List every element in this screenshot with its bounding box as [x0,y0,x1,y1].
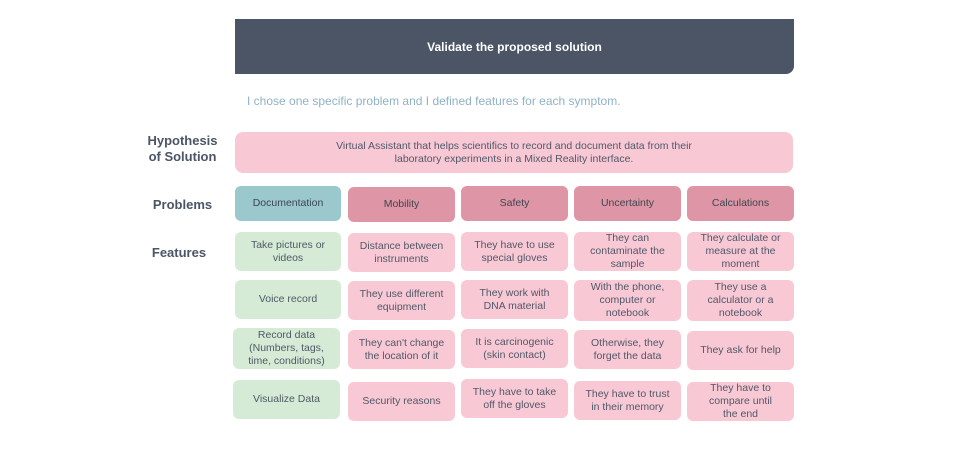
feature-card: They have to use special gloves [461,232,568,271]
feature-card: They work with DNA material [461,280,568,319]
feature-card: With the phone, computer or notebook [574,280,681,321]
feature-card: Distance between instruments [348,233,455,272]
problem-calculations: Calculations [687,186,794,221]
feature-card: Take pictures or videos [235,232,341,271]
feature-card: They have to take off the gloves [461,379,568,418]
hypothesis-box: Virtual Assistant that helps scientifics… [235,132,793,173]
feature-card: Voice record [235,280,341,319]
label-problems: Problems [152,197,213,212]
feature-card: They use a calculator or a notebook [687,280,794,321]
subtitle: I chose one specific problem and I defin… [247,94,621,108]
feature-card: Visualize Data [233,380,340,419]
label-hypothesis: Hypothesis of Solution [147,133,218,164]
problem-documentation: Documentation [235,186,341,221]
feature-card: They can't change the location of it [348,330,455,369]
feature-card: They can contaminate the sample [574,232,681,271]
feature-card: They have to compare until the end [687,382,794,421]
label-features: Features [151,245,207,260]
feature-card: They ask for help [687,331,794,370]
feature-card: They have to trust in their memory [574,381,681,420]
problem-safety: Safety [461,186,568,221]
feature-card: Otherwise, they forget the data [574,330,681,369]
feature-card: Security reasons [348,382,455,421]
feature-card: It is carcinogenic (skin contact) [461,329,568,368]
problem-mobility: Mobility [348,187,455,222]
feature-card: They use different equipment [348,281,455,320]
feature-card: They calculate or measure at the moment [687,232,794,271]
problem-uncertainty: Uncertainty [574,186,681,221]
feature-card: Record data (Numbers, tags, time, condit… [233,328,340,369]
page-title: Validate the proposed solution [235,19,794,74]
